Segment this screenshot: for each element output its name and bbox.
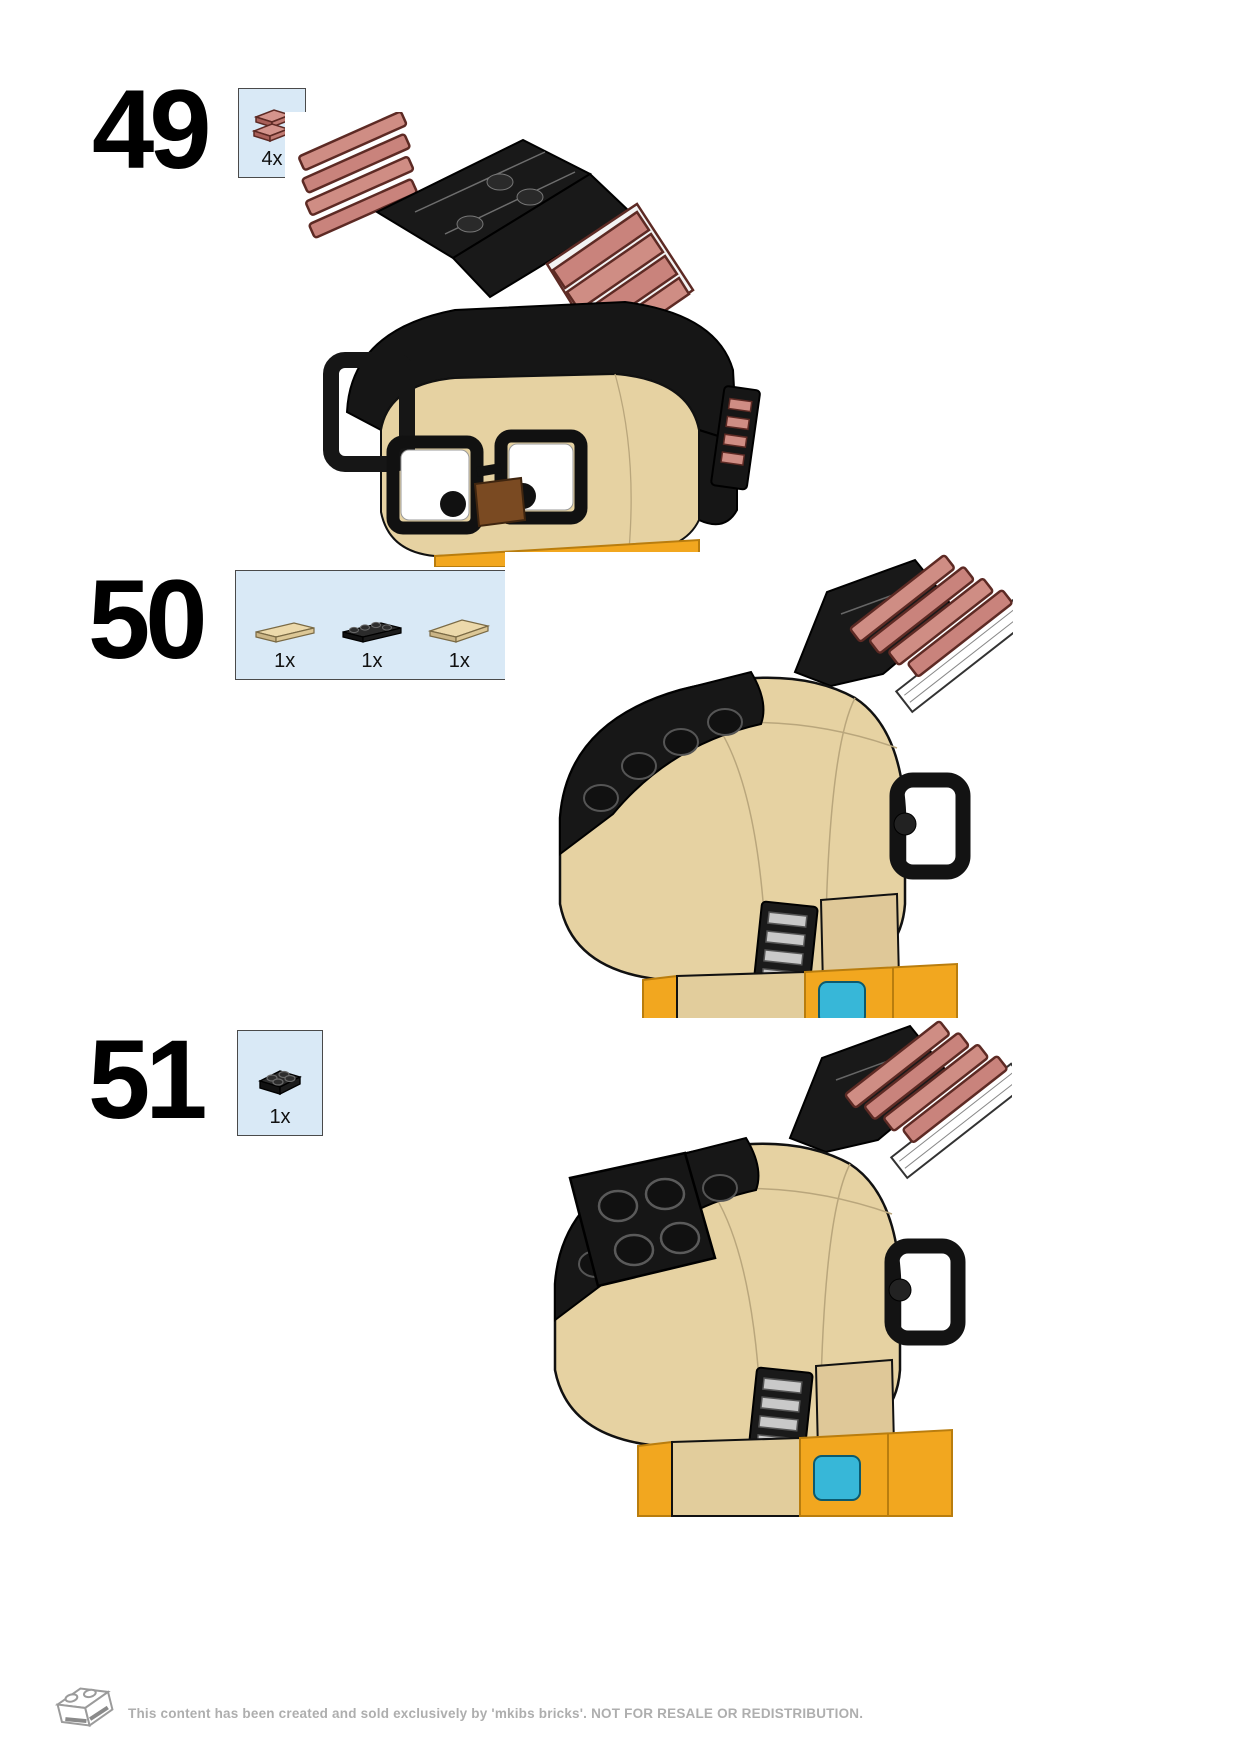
part-count: 4x [261, 148, 283, 170]
step-number-49: 49 [92, 67, 212, 192]
mkibs-bricks-logo [46, 1670, 124, 1744]
tan-plate-1x4-icon [255, 622, 315, 643]
step-49-illustration [285, 112, 793, 567]
part-item: 1x [340, 617, 404, 673]
part-item: 1x [427, 615, 491, 673]
part-item: 1x [253, 619, 317, 673]
black-plate-2x2-icon [258, 1070, 302, 1096]
part-item: 1x [254, 1061, 306, 1129]
part-count: 1x [269, 1106, 291, 1128]
step-number-50: 50 [88, 557, 208, 682]
parts-callout-51: 1x [237, 1030, 323, 1136]
step-50-illustration [505, 552, 1013, 1032]
part-count: 1x [361, 650, 383, 672]
black-plate-1x4-icon [342, 621, 402, 643]
step-51-illustration [500, 1018, 1012, 1518]
brickheadz-back-view-with-plate-icon [553, 1020, 1012, 1517]
footer-disclaimer: This content has been created and sold e… [128, 1706, 864, 1721]
step-number-51: 51 [88, 1017, 208, 1142]
parts-callout-50: 1x 1x [235, 570, 509, 680]
part-count: 1x [274, 650, 296, 672]
tan-tile-2x4-icon [428, 619, 491, 643]
brickheadz-front-view-icon [298, 112, 761, 567]
brickheadz-back-view-icon [558, 554, 1013, 1032]
part-count: 1x [448, 650, 470, 672]
